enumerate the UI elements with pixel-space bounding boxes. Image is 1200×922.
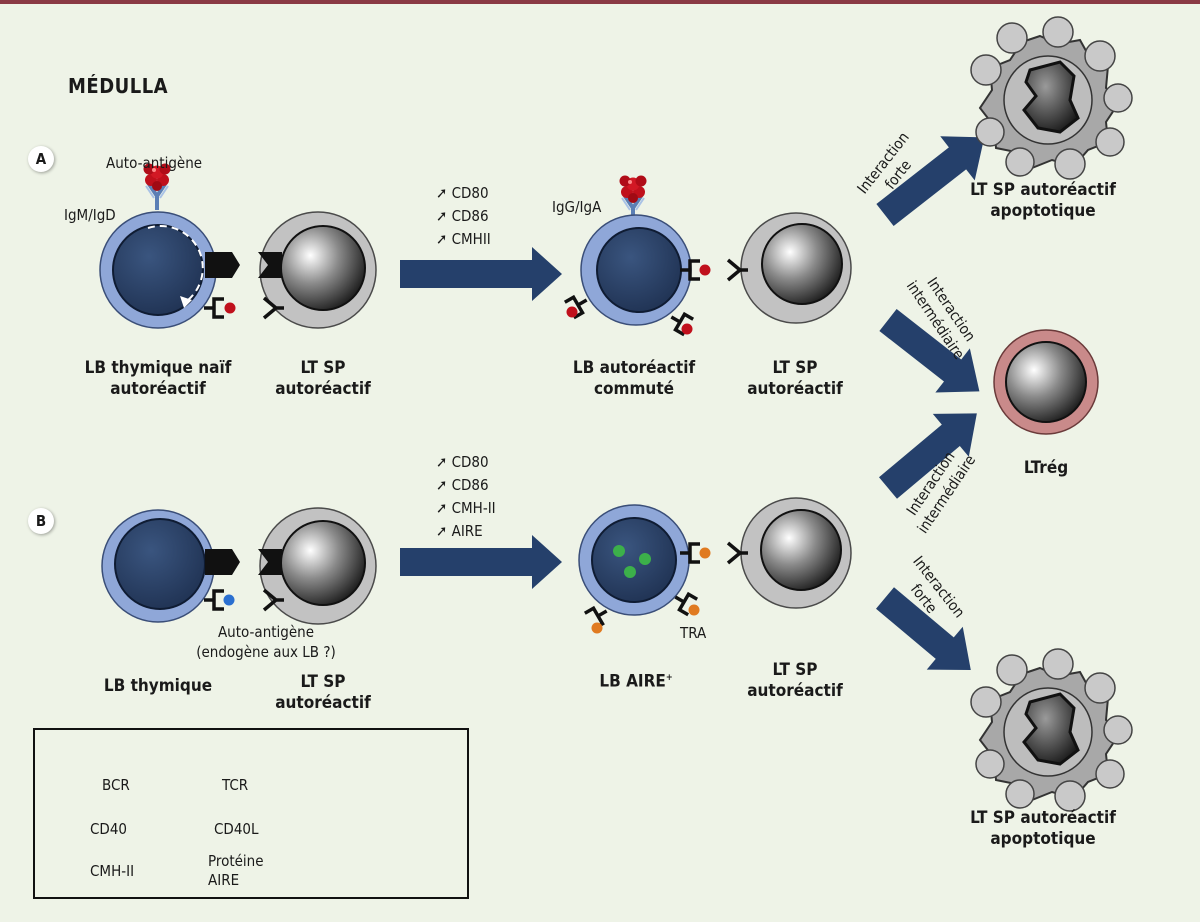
section-b-badge: B [28,508,54,534]
t-cell-a2 [726,212,852,324]
top-accent-bar [0,0,1200,4]
t-cell-b2 [726,497,852,609]
legend-aire-label: Protéine AIRE [208,852,264,889]
naive-b-cell [99,163,240,329]
legend-cd40l-label: CD40L [214,820,259,838]
up-arrow-icon: ➚ [436,230,452,248]
t-cell-a1-caption: LT SP autoréactif [275,358,371,399]
switched-b-cell-caption: LB autoréactif commuté [572,358,696,399]
legend [33,728,469,899]
thymic-b-cell [101,509,240,623]
up-arrow-icon: ➚ [436,476,452,494]
arrow-b [400,535,562,589]
treg-caption: LTrég [1023,458,1069,478]
section-a-badge: A [28,146,54,172]
t-cell-a1 [258,211,377,329]
t-cell-b1-caption: LT SP autoréactif [275,672,371,713]
igm-igd-label: IgM/IgD [64,206,116,224]
up-arrow-icon: ➚ [436,453,452,471]
t-cell-b1 [258,507,377,625]
legend-tcr-label: TCR [222,776,249,794]
naive-b-cell-caption: LB thymique naïf autoréactif [84,358,232,399]
up-arrow-icon: ➚ [436,184,452,202]
markers-b: ➚ CD80 ➚ CD86 ➚ CMH-II ➚ AIRE [436,453,496,540]
aire-b-cell-caption: LB AIRE+ [599,671,673,692]
markers-a: ➚ CD80 ➚ CD86 ➚ CMHII [436,184,491,248]
igg-iga-label: IgG/IgA [552,198,602,216]
apoptotic-top-caption: LT SP autoréactif apoptotique [970,180,1116,221]
aire-b-cell [578,504,711,634]
up-arrow-icon: ➚ [436,499,452,517]
auto-antigen-label-a: Auto-antigène [106,154,203,172]
arrow-a [400,247,562,301]
up-arrow-icon: ➚ [436,522,452,540]
outcome-arrows [876,136,985,670]
legend-cmh-label: CMH-II [90,862,135,880]
treg-cell [993,329,1099,435]
switched-b-cell [563,175,711,337]
page-title: MÉDULLA [68,74,169,98]
legend-bcr-label: BCR [102,776,130,794]
tra-label: TRA [680,624,707,642]
up-arrow-icon: ➚ [436,207,452,225]
auto-antigen-label-b: Auto-antigène (endogène aux LB ?) [196,623,336,661]
thymic-b-cell-caption: LB thymique [103,676,213,696]
apoptotic-t-cell-bottom [970,648,1133,812]
apoptotic-t-cell-top [970,16,1133,180]
t-cell-b2-caption: LT SP autoréactif [747,660,843,701]
legend-cd40-label: CD40 [90,820,127,838]
apoptotic-bottom-caption: LT SP autoréactif apoptotique [970,808,1116,849]
t-cell-a2-caption: LT SP autoréactif [747,358,843,399]
